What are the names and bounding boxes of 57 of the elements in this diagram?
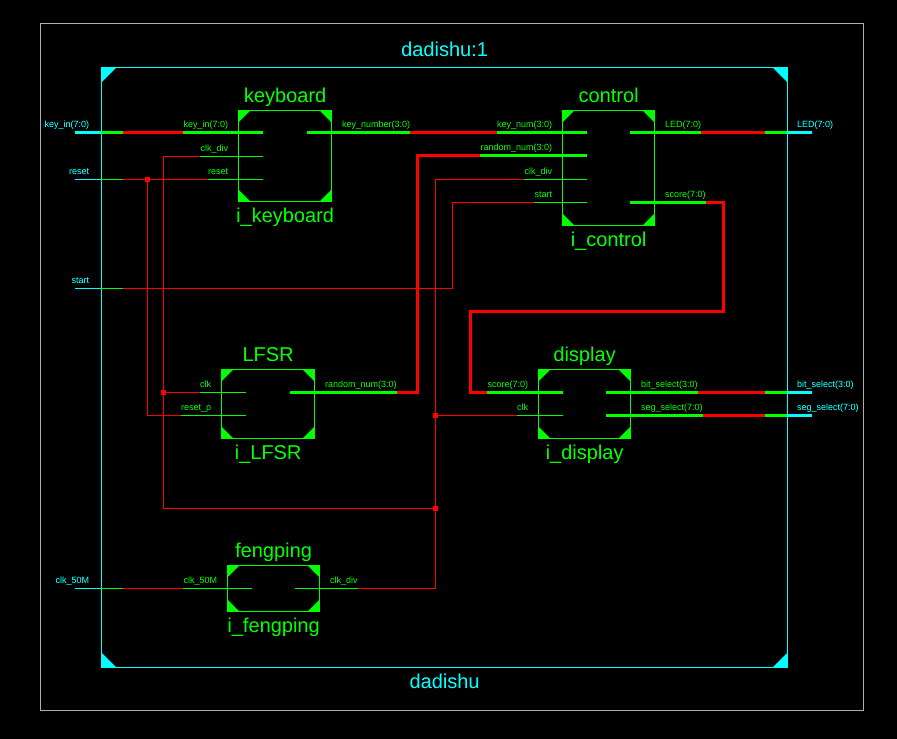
module-pin: clk	[517, 402, 563, 416]
wire	[122, 179, 148, 180]
module-label: display	[553, 343, 616, 367]
module-pin: seg_select(7:0)	[606, 402, 703, 417]
module-pin: key_num(3:0)	[496, 119, 587, 134]
io-port: LED(7:0)	[765, 119, 834, 134]
wire	[163, 392, 436, 509]
wire	[702, 414, 765, 417]
wire	[357, 508, 436, 589]
module-pin: score(7:0)	[487, 379, 563, 394]
module-pin: clk	[200, 379, 246, 393]
wire	[469, 201, 725, 394]
wire	[433, 415, 438, 511]
io-port: start	[71, 275, 123, 289]
wire	[123, 131, 184, 134]
wire	[410, 131, 497, 134]
instance-label: i_keyboard	[236, 204, 334, 228]
wire	[396, 154, 480, 394]
instance-label: i_fengping	[227, 614, 320, 638]
module-pin: start	[534, 189, 587, 203]
module-pin: clk_50M	[183, 575, 252, 589]
instance-label: i_control	[570, 228, 646, 252]
wire	[122, 588, 184, 589]
module-label: fengping	[235, 539, 312, 563]
module-pin: score(7:0)	[630, 189, 706, 204]
module-pin: clk_div	[524, 166, 587, 180]
io-port: seg_select(7:0)	[765, 402, 859, 417]
module-label: keyboard	[244, 84, 326, 108]
module-pin: random_num(3:0)	[480, 142, 587, 157]
io-port: reset	[68, 166, 123, 180]
module-pin: clk_div	[295, 575, 358, 589]
module-pin: LED(7:0)	[630, 119, 702, 134]
module-label: dadishu	[409, 670, 480, 694]
wire	[145, 177, 182, 416]
module-pin: key_in(7:0)	[183, 119, 263, 134]
instance-label: i_display	[546, 441, 624, 465]
wire	[161, 390, 200, 395]
module-label: LFSR	[242, 343, 294, 367]
io-port: clk_50M	[55, 575, 123, 589]
module-pin: reset_p	[180, 402, 246, 416]
wire	[122, 202, 535, 289]
module-label: control	[578, 84, 639, 108]
instance-label: i_LFSR	[234, 441, 302, 465]
module-pin: random_num(3:0)	[290, 379, 397, 394]
io-port: key_in(7:0)	[44, 119, 123, 134]
wire	[147, 179, 208, 180]
wire	[701, 131, 765, 134]
wire	[433, 413, 518, 418]
wire	[435, 179, 525, 416]
module-pin: bit_select(3:0)	[606, 379, 698, 394]
io-port: bit_select(3:0)	[765, 379, 854, 394]
wire	[698, 391, 765, 394]
wire	[163, 156, 201, 393]
instance-label: dadishu:1	[401, 38, 488, 62]
module-pin: key_number(3:0)	[307, 119, 410, 134]
module-pin: clk_div	[200, 143, 263, 157]
module-pin: reset	[208, 166, 263, 180]
